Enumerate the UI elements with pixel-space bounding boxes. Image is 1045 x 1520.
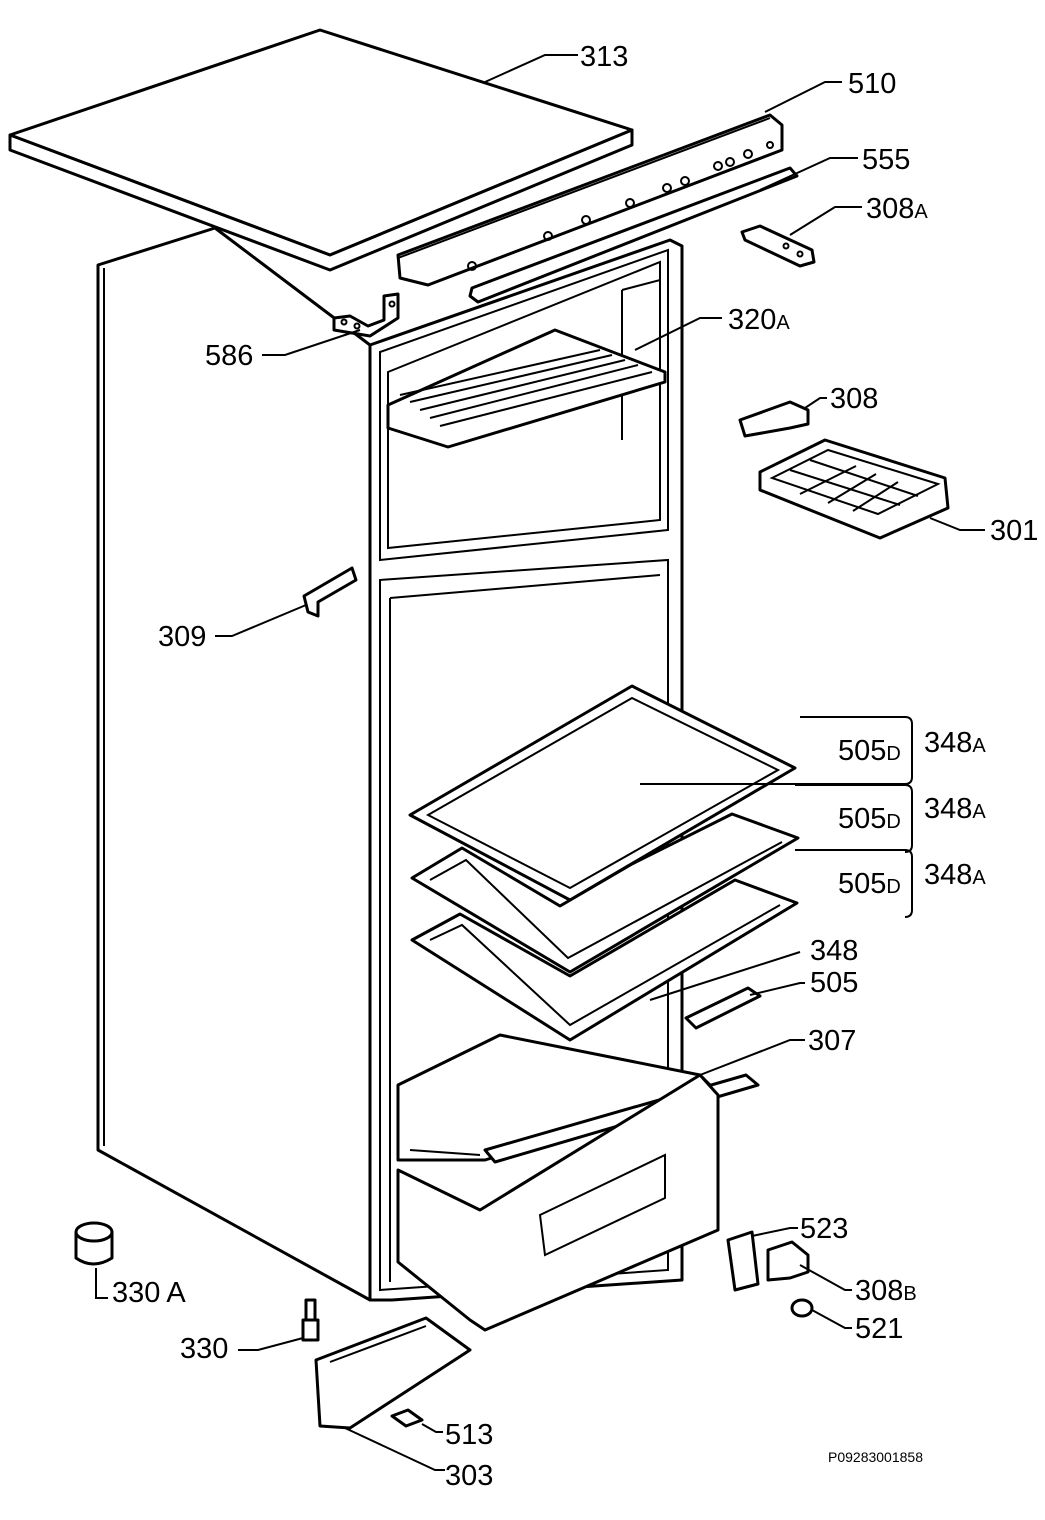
part-330-screw (238, 1298, 320, 1351)
label-301: 301 (990, 515, 1038, 547)
part-523-hinge-cover (726, 1227, 798, 1292)
part-307-crisper-drawer (396, 1033, 805, 1332)
part-586-bracket (262, 292, 400, 356)
label-521: 521 (855, 1313, 903, 1345)
brace-348A-groups (640, 716, 913, 918)
part-320A-wire-shelf (386, 317, 722, 449)
label-309: 309 (158, 621, 206, 653)
label-513: 513 (445, 1419, 493, 1451)
callout-labels: 313 510 555 308A 586 320A 308 301 309 34… (112, 41, 1038, 1492)
label-555: 555 (862, 144, 910, 176)
label-330: 330 (180, 1333, 228, 1365)
label-303: 303 (445, 1460, 493, 1492)
part-313-top-cover (8, 28, 634, 272)
label-510: 510 (848, 68, 896, 100)
label-308B: 308B (855, 1275, 917, 1307)
part-303-plinth (314, 1316, 472, 1471)
part-308-hinge (738, 397, 827, 438)
part-510-control-panel (396, 81, 842, 287)
part-glass-shelf-3 (410, 878, 799, 1042)
part-330A-foot (74, 1221, 114, 1299)
label-348: 348 (810, 935, 858, 967)
part-521-cap (790, 1298, 852, 1329)
label-307: 307 (808, 1025, 856, 1057)
part-505-rail (649, 951, 805, 1030)
label-320A: 320A (728, 304, 790, 336)
part-glass-shelf-1 (408, 684, 797, 902)
label-313: 313 (580, 41, 628, 73)
label-308: 308 (830, 383, 878, 415)
part-513-clip (390, 1408, 443, 1433)
part-555-trim-strip (468, 157, 858, 304)
part-glass-shelf-2 (410, 812, 800, 974)
label-505D-1: 505D (838, 735, 901, 767)
drawing-code: P09283001858 (828, 1449, 923, 1465)
label-586: 586 (205, 340, 253, 372)
label-348A-1: 348A (924, 727, 986, 759)
label-348A-3: 348A (924, 859, 986, 891)
part-309-door-stop (215, 566, 358, 637)
label-505: 505 (810, 967, 858, 999)
label-308A: 308A (866, 193, 928, 225)
label-523: 523 (800, 1213, 848, 1245)
part-308A-hinge (740, 206, 862, 268)
label-505D-2: 505D (838, 803, 901, 835)
part-301-ice-tray (758, 438, 985, 540)
part-308B-hinge (766, 1240, 852, 1291)
label-348A-2: 348A (924, 793, 986, 825)
label-505D-3: 505D (838, 868, 901, 900)
